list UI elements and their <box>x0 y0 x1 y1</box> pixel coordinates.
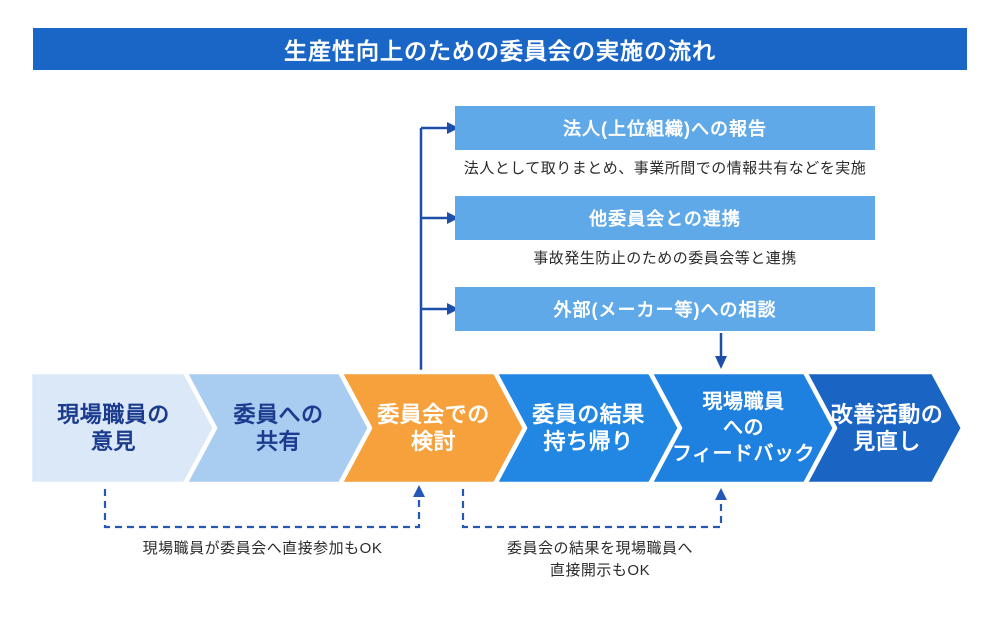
page-title: 生産性向上のための委員会の実施の流れ <box>284 38 716 64</box>
branch-box-note: 事故発生防止のための委員会等と連携 <box>533 249 797 267</box>
title-banner: 生産性向上のための委員会の実施の流れ <box>33 28 967 70</box>
dashed-arrows <box>103 489 723 529</box>
arrowhead-right-icon <box>447 212 459 224</box>
flow-step-label-6: 改善活動の 見直し <box>830 401 944 455</box>
branch-box-label: 他委員会との連携 <box>589 209 741 229</box>
branch-box-report: 法人(上位組織)への報告 <box>455 106 875 150</box>
arrowhead-down-icon <box>715 356 727 369</box>
flow-step-label-3: 委員会での 検討 <box>377 401 490 455</box>
flow-step-shape-6 <box>802 369 966 487</box>
branch-box-label: 法人(上位組織)への報告 <box>563 119 767 139</box>
dashed-path-direct-participation <box>103 489 421 529</box>
arrowhead-right-icon <box>447 122 459 134</box>
annotation-direct-disclosure: 委員会の結果を現場職員へ 直接開示もOK <box>506 540 693 579</box>
annotation-direct-participation: 現場職員が委員会へ直接参加もOK <box>142 540 383 557</box>
branch-connector-arrowheads <box>447 122 727 369</box>
branch-box-external-consult: 外部(メーカー等)への相談 <box>455 287 875 331</box>
branch-box-other-committees: 他委員会との連携 <box>455 196 875 240</box>
flow-step-label-1: 現場職員の 意見 <box>57 401 170 455</box>
dashed-path-direct-disclosure <box>461 489 723 529</box>
flow-step-label-5: 現場職員 への フィードバック <box>671 391 816 465</box>
arrowhead-up-icon <box>715 488 727 500</box>
arrowhead-right-icon <box>447 303 459 315</box>
flow-chevrons <box>27 369 966 487</box>
flow-step-label-2: 委員への 共有 <box>233 401 324 455</box>
branch-box-label: 外部(メーカー等)への相談 <box>553 300 777 320</box>
arrowhead-up-icon <box>413 485 425 497</box>
dashed-arrowheads <box>413 485 727 500</box>
branch-connector-lines <box>419 126 723 371</box>
flow-step-label-4: 委員の結果 持ち帰り <box>532 401 645 455</box>
branch-box-note: 法人として取りまとめ、事業所間での情報共有などを実施 <box>463 159 867 177</box>
